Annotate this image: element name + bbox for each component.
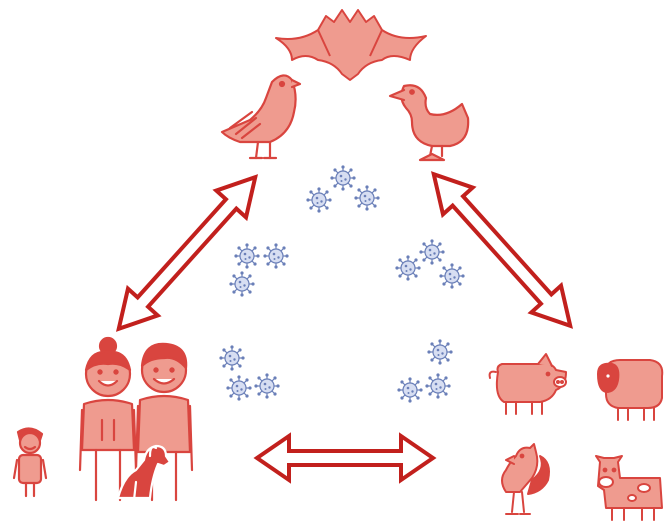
humans-group	[14, 338, 192, 500]
wildlife-group	[222, 10, 468, 160]
livestock-group	[490, 354, 663, 520]
virus-icon	[226, 375, 251, 400]
virus-cluster-right-upper	[395, 239, 464, 288]
virus-icon	[330, 165, 355, 190]
arrow-wildlife-livestock	[419, 161, 585, 339]
arrow-humans-livestock	[257, 436, 433, 480]
child-icon	[14, 428, 46, 496]
virus-icon	[254, 373, 279, 398]
virus-icon	[419, 239, 444, 264]
rooster-icon	[502, 444, 549, 514]
virus-cluster-left-upper	[229, 243, 288, 296]
virus-icon	[397, 377, 422, 402]
virus-icon	[219, 345, 244, 370]
virus-cluster-left-lower	[219, 345, 279, 400]
bat-icon	[276, 10, 426, 80]
pigeon-icon	[222, 75, 300, 158]
virus-cluster-top	[306, 165, 379, 212]
virus-icon	[229, 271, 254, 296]
virus-icon	[354, 185, 379, 210]
virus-icon	[425, 373, 450, 398]
virus-icon	[234, 243, 259, 268]
virus-icon	[439, 263, 464, 288]
virus-icon	[306, 187, 331, 212]
dog-icon	[118, 446, 170, 500]
cow-icon	[596, 456, 662, 520]
virus-icon	[263, 243, 288, 268]
sheep-icon	[598, 360, 662, 420]
duck-icon	[390, 85, 468, 160]
pig-icon	[490, 354, 566, 414]
virus-cluster-right-lower	[397, 339, 452, 402]
virus-icon	[395, 255, 420, 280]
virus-icon	[427, 339, 452, 364]
